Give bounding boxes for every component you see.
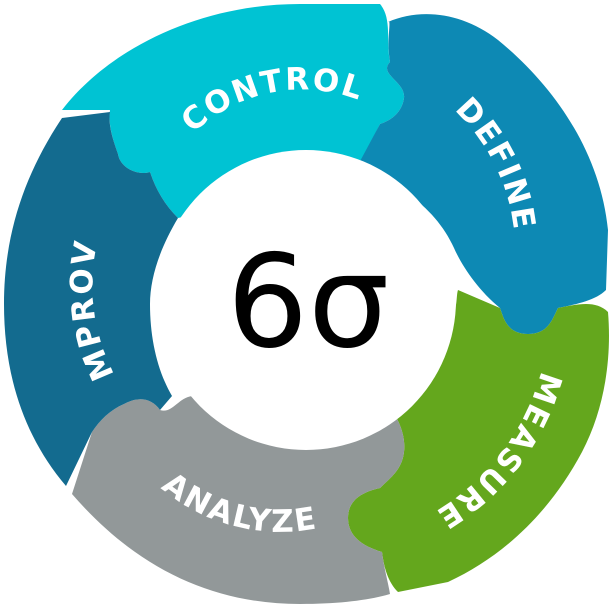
segment-improve bbox=[4, 112, 178, 486]
segment-define bbox=[358, 14, 608, 335]
six-sigma-symbol: 6σ bbox=[227, 228, 390, 377]
center-hole bbox=[156, 150, 456, 450]
